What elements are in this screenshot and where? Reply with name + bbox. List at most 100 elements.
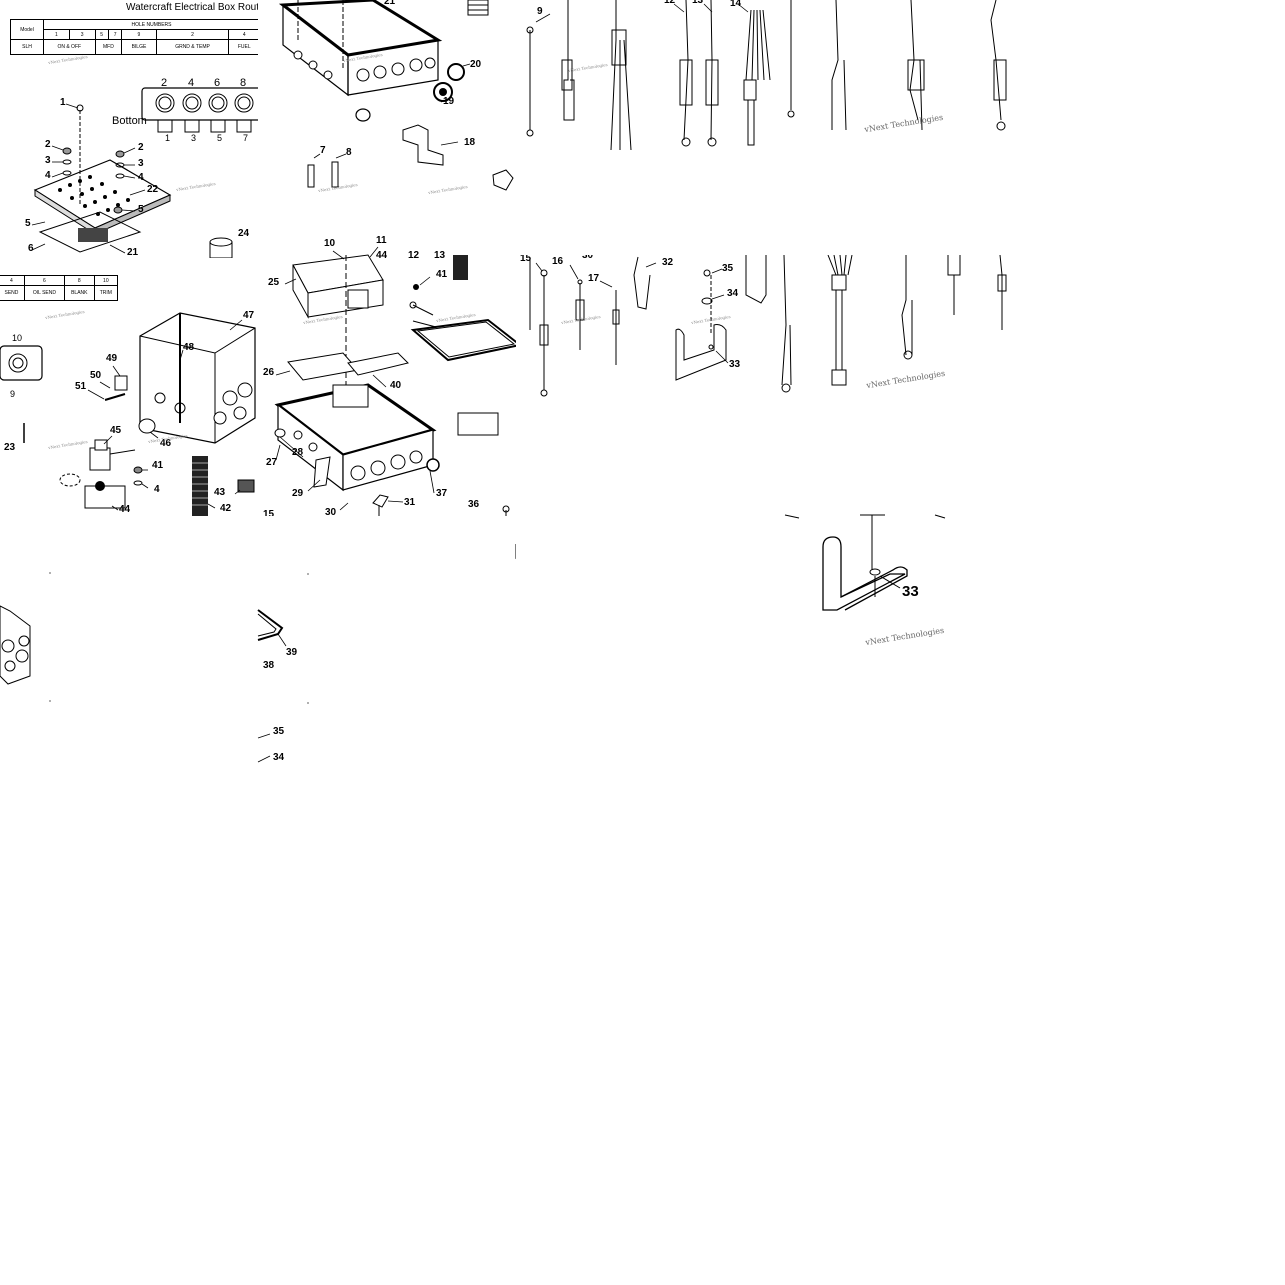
callout: 15 xyxy=(520,255,532,264)
callout: 3 xyxy=(138,158,144,169)
routing-title: Watercraft Electrical Box Routing xyxy=(126,2,258,13)
callout: 5 xyxy=(138,204,144,215)
route-cell: FUEL xyxy=(228,39,258,55)
callout: 10 xyxy=(324,238,336,249)
callout: 4 xyxy=(45,170,51,181)
bracket-detail-drawing xyxy=(784,514,946,611)
callout: 46 xyxy=(160,438,172,449)
callout: 21 xyxy=(127,247,139,258)
callout: 31 xyxy=(404,497,416,508)
callout: 12 xyxy=(664,0,676,6)
callout: 42 xyxy=(220,503,232,514)
callout: 27 xyxy=(266,457,278,468)
callout: 8 xyxy=(346,147,352,158)
callout: 34 xyxy=(727,288,739,299)
callout: 44 xyxy=(376,250,388,261)
callout: 25 xyxy=(268,277,280,288)
route-cell: OIL SEND xyxy=(23,285,65,301)
callout: 26 xyxy=(263,367,275,378)
exploded-box-tile: 10 11 44 12 13 25 41 26 40 27 28 29 30 3… xyxy=(258,235,516,516)
callout: 43 xyxy=(214,487,226,498)
wires-bracket-tile: 15 16 30 17 32 35 34 33 vNext Technologi… xyxy=(516,255,1016,405)
callout: 14 xyxy=(730,0,742,9)
hole-number: 5 xyxy=(217,133,223,143)
callout: 35 xyxy=(273,726,285,737)
callout: 37 xyxy=(436,488,448,499)
box-side-drawing xyxy=(0,312,256,516)
model-cell: SLH xyxy=(10,39,44,55)
bracket-detail-tile: 33 vNext Technologies xyxy=(775,512,1015,672)
hole-number: 9 xyxy=(10,389,16,399)
callout: 29 xyxy=(292,488,304,499)
callout: 38 xyxy=(263,660,275,671)
lower-fragment-tile: 39 38 35 34 xyxy=(0,516,516,776)
callout: 28 xyxy=(292,447,304,458)
callout: 41 xyxy=(436,269,448,280)
hole-number: 6 xyxy=(214,77,221,89)
callout: 6 xyxy=(28,243,34,254)
callout: 5 xyxy=(25,218,31,229)
callout: 7 xyxy=(320,145,326,156)
routing-table-fragment-tile: 4 6 8 10 SEND OIL SEND BLANK TRIM xyxy=(0,258,258,516)
callout: 51 xyxy=(75,381,87,392)
callout: 41 xyxy=(152,460,164,471)
callout: 50 xyxy=(90,370,102,381)
callout: 22 xyxy=(147,184,159,195)
callout: 4 xyxy=(154,484,160,495)
callout: 15 xyxy=(263,509,275,516)
harness-drawing xyxy=(526,0,1007,151)
callout: 12 xyxy=(408,250,420,261)
callout: 47 xyxy=(243,310,255,321)
routing-table: Model HOLE NUMBERS 1 3 5 7 9 2 4 SLH ON … xyxy=(10,19,258,55)
hole-number: 1 xyxy=(165,133,171,143)
callout: 17 xyxy=(588,273,600,284)
callout: 19 xyxy=(443,96,455,107)
hole-number: 4 xyxy=(188,77,195,89)
callout: 30 xyxy=(582,255,594,261)
callout: 44 xyxy=(119,504,131,515)
hole-number: 3 xyxy=(191,133,197,143)
hole-number: 7 xyxy=(243,133,249,143)
hole-number: 2 xyxy=(161,77,168,89)
callout: 1 xyxy=(60,97,66,108)
callout: 30 xyxy=(325,507,337,516)
callout: 49 xyxy=(106,353,118,364)
callout: 33 xyxy=(729,359,741,370)
callout: 4 xyxy=(138,172,144,183)
route-cell: GRND & TEMP xyxy=(155,39,230,55)
callout: 34 xyxy=(273,752,285,763)
hole-number: 10 xyxy=(12,333,23,343)
callout: 16 xyxy=(552,256,564,267)
hole-number: 8 xyxy=(240,77,247,89)
board-drawing xyxy=(31,87,258,258)
callout: 45 xyxy=(110,425,122,436)
callout: 23 xyxy=(4,442,16,453)
harness-tile: 9 12 13 14 vNext Technologies vNext Tech… xyxy=(516,0,1016,160)
routing-table-lower: 4 6 8 10 SEND OIL SEND BLANK TRIM xyxy=(0,275,119,301)
box-drawing xyxy=(278,0,514,191)
callout: 9 xyxy=(537,6,543,17)
callout: 33 xyxy=(902,583,919,600)
routing-diagram-tile: Watercraft Electrical Box Routing Model … xyxy=(0,0,258,258)
route-cell: BILGE xyxy=(121,39,157,55)
callout: 48 xyxy=(183,342,195,353)
callout: 21 xyxy=(384,0,396,7)
callout: 13 xyxy=(434,250,446,261)
callout: 18 xyxy=(464,137,476,148)
callout: 35 xyxy=(722,263,734,274)
callout: 13 xyxy=(692,0,704,6)
route-cell: TRIM xyxy=(93,285,119,301)
callout: 11 xyxy=(376,235,387,246)
callout: 39 xyxy=(286,647,298,658)
callout: 40 xyxy=(390,380,402,391)
callout: 3 xyxy=(45,155,51,166)
bottom-label: Bottom xyxy=(112,115,147,127)
callout: 32 xyxy=(662,257,674,268)
callout: 20 xyxy=(470,59,482,70)
exploded-box-drawing xyxy=(274,246,516,516)
wires-bracket-drawing xyxy=(529,255,1007,397)
lower-fragment-drawing xyxy=(0,544,516,763)
callout: 24 xyxy=(238,228,250,239)
electrical-box-tile: 21 20 19 18 7 8 vNext Technologies vNext… xyxy=(258,0,516,200)
callout: 2 xyxy=(45,139,51,150)
